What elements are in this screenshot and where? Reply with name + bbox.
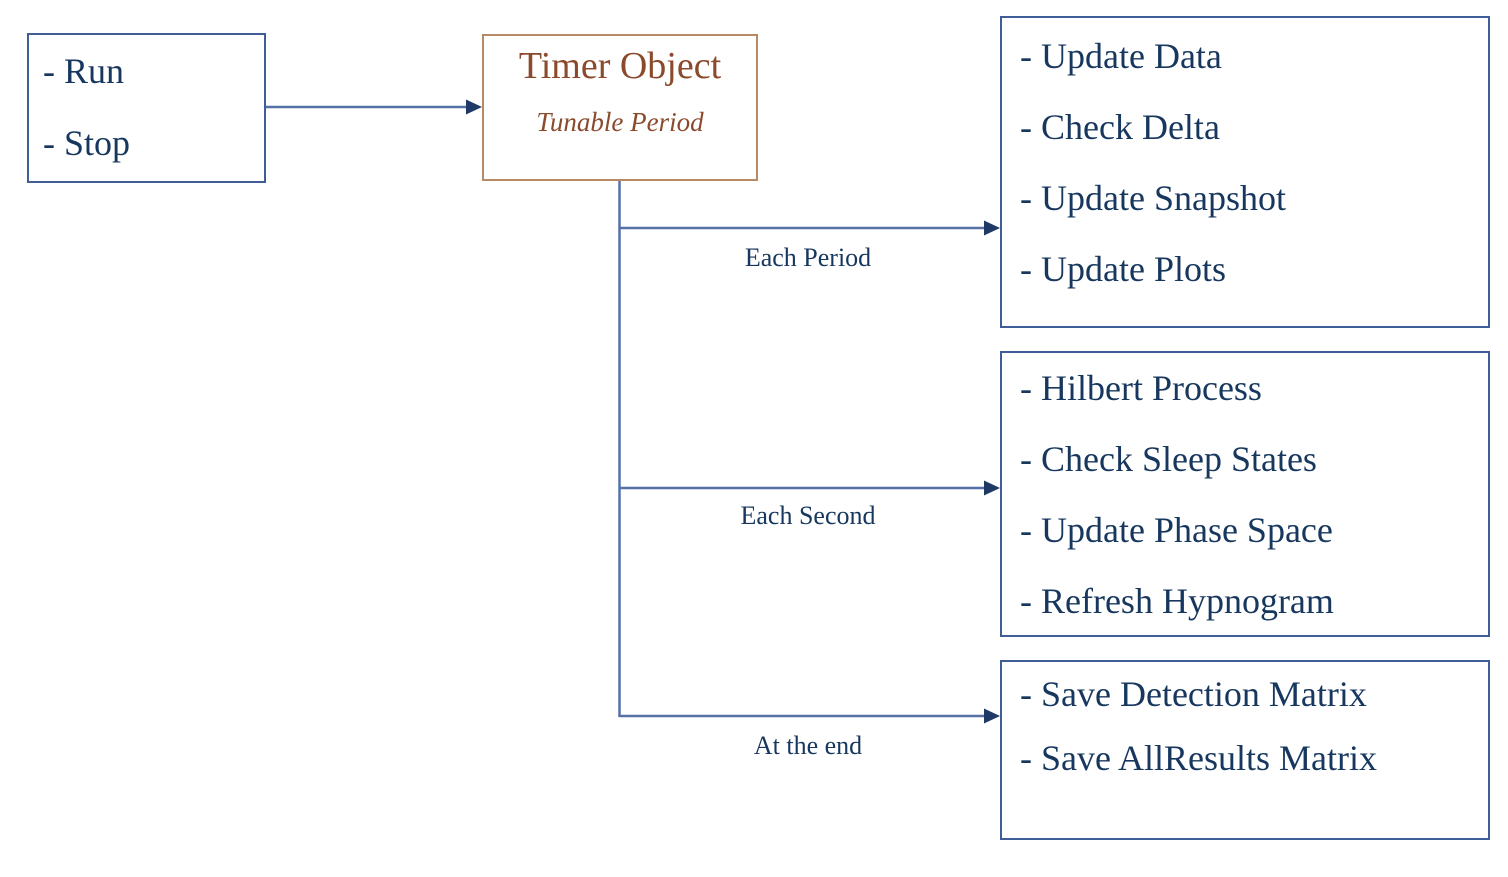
check-delta-item: - Check Delta [1020,107,1220,147]
update-plots-item: - Update Plots [1020,249,1226,289]
arrow-at-end-head [984,708,1000,724]
branch-label-at-the-end: At the end [753,731,863,760]
save-allresults-matrix-item: - Save AllResults Matrix [1020,738,1377,778]
arrow-each-second-head [984,480,1000,496]
tunable-period-subtitle: Tunable Period [536,107,704,137]
branch-label-each-second: Each Second [740,501,876,530]
check-sleep-states-item: - Check Sleep States [1020,439,1317,479]
timer-object-box: Timer Object Tunable Period [482,34,758,181]
each-period-actions-box: - Update Data - Check Delta - Update Sna… [1000,16,1490,328]
run-item: - Run [43,51,124,91]
save-detection-matrix-item: - Save Detection Matrix [1020,674,1367,714]
arrow-each-period-head [984,220,1000,236]
hilbert-process-item: - Hilbert Process [1020,368,1262,408]
update-data-item: - Update Data [1020,36,1222,76]
arrow-run-to-timer-head [466,99,482,115]
run-stop-box: - Run - Stop [27,33,266,183]
timer-object-title: Timer Object [518,45,722,87]
stop-item: - Stop [43,123,131,163]
update-snapshot-item: - Update Snapshot [1020,178,1286,218]
refresh-hypnogram-item: - Refresh Hypnogram [1020,581,1334,621]
branch-label-each-period: Each Period [744,243,872,272]
each-second-actions-box: - Hilbert Process - Check Sleep States -… [1000,351,1490,637]
at-the-end-actions-box: - Save Detection Matrix - Save AllResult… [1000,660,1490,840]
update-phase-space-item: - Update Phase Space [1020,510,1333,550]
